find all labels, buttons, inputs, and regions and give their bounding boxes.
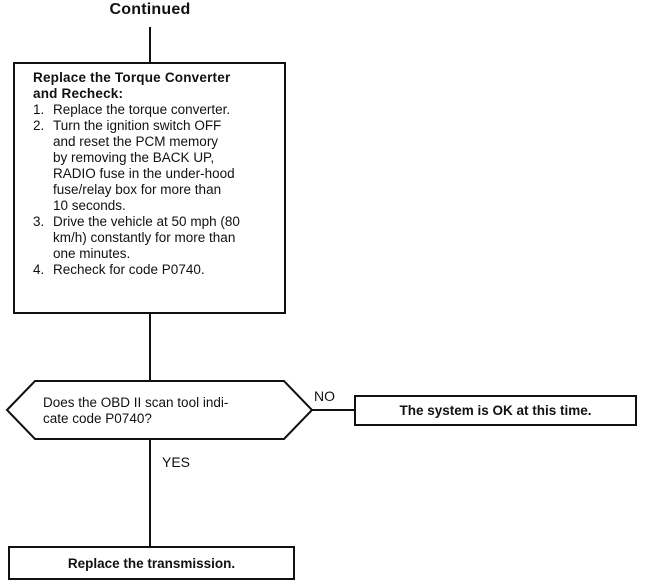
step-number: 3. <box>33 214 45 229</box>
result-ok-box: The system is OK at this time. <box>354 395 637 426</box>
branch-label-yes: YES <box>162 454 191 470</box>
continued-heading: Continued <box>109 1 191 18</box>
step-line: km/h) constantly for more than <box>53 230 236 245</box>
branch-label-no: NO <box>314 388 335 404</box>
procedure-step-4: 4. Recheck for code P0740. <box>33 262 276 278</box>
procedure-step-2: 2. Turn the ignition switch OFF and rese… <box>33 118 276 214</box>
procedure-step-3: 3. Drive the vehicle at 50 mph (80 km/h)… <box>33 214 276 262</box>
step-number: 2. <box>33 118 45 133</box>
step-line: fuse/relay box for more than <box>53 182 222 197</box>
step-number: 4. <box>33 262 45 277</box>
step-line: 10 seconds. <box>53 198 126 213</box>
procedure-title: Replace the Torque Converter and Recheck… <box>33 70 276 102</box>
step-line: Turn the ignition switch OFF <box>53 118 222 133</box>
decision-line-1: Does the OBD II scan tool indi- <box>43 395 229 410</box>
step-line: Drive the vehicle at 50 mph (80 <box>53 214 240 229</box>
step-line: one minutes. <box>53 246 131 261</box>
decision-question: Does the OBD II scan tool indi- cate cod… <box>43 395 283 427</box>
step-line: RADIO fuse in the under-hood <box>53 166 235 181</box>
procedure-title-line-2: and Recheck: <box>33 86 124 101</box>
step-line: by removing the BACK UP, <box>53 150 215 165</box>
replace-transmission-box: Replace the transmission. <box>8 546 295 580</box>
procedure-box: Replace the Torque Converter and Recheck… <box>13 62 286 314</box>
procedure-steps: 1. Replace the torque converter. 2. Turn… <box>33 102 276 278</box>
step-line: and reset the PCM memory <box>53 134 219 149</box>
step-line: Recheck for code P0740. <box>53 262 205 277</box>
procedure-step-1: 1. Replace the torque converter. <box>33 102 276 118</box>
step-line: Replace the torque converter. <box>53 102 231 117</box>
decision-line-2: cate code P0740? <box>43 411 152 426</box>
procedure-title-line-1: Replace the Torque Converter <box>33 70 231 85</box>
step-number: 1. <box>33 102 45 117</box>
